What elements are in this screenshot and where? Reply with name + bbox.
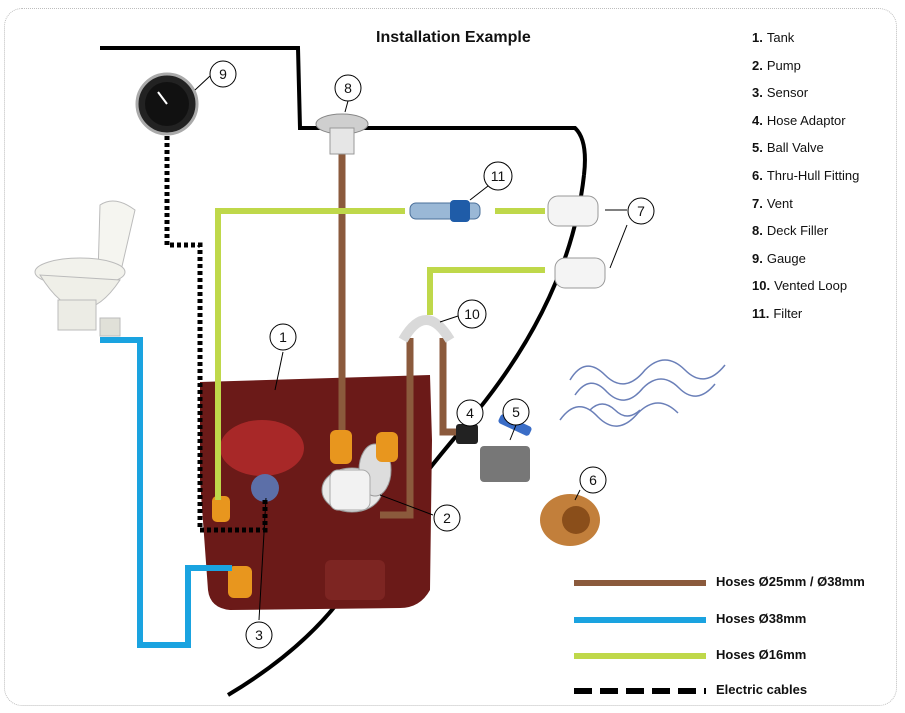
parts-list-item: 2.Pump bbox=[752, 57, 801, 73]
sensor-disc bbox=[251, 474, 279, 502]
callout-5: 5 bbox=[502, 398, 530, 441]
legend-swatch bbox=[574, 653, 706, 659]
orange-fittings bbox=[212, 430, 398, 598]
legend-swatch bbox=[574, 617, 706, 623]
filter bbox=[409, 200, 481, 222]
diagram-frame bbox=[4, 8, 897, 706]
callout-1: 1 bbox=[269, 323, 297, 391]
legend-swatch bbox=[574, 688, 706, 694]
gauge bbox=[135, 72, 199, 136]
parts-list-item: 1.Tank bbox=[752, 30, 795, 45]
parts-list-item: 11.Filter bbox=[752, 305, 803, 321]
electric-cables bbox=[164, 122, 268, 533]
callout-4: 4 bbox=[456, 399, 484, 427]
green-hoses bbox=[215, 208, 545, 500]
vented-loop bbox=[398, 315, 455, 343]
tank-base bbox=[325, 560, 385, 600]
vents bbox=[547, 195, 606, 289]
callout-6: 6 bbox=[574, 466, 607, 501]
svg-text:7: 7 bbox=[637, 203, 645, 219]
svg-text:2: 2 bbox=[443, 510, 451, 526]
water-waves bbox=[559, 359, 726, 427]
toilet bbox=[34, 200, 136, 337]
legend-swatch bbox=[574, 580, 706, 586]
callout-9: 9 bbox=[194, 60, 237, 91]
parts-list-item: 10.Vented Loop bbox=[752, 278, 848, 294]
svg-text:10: 10 bbox=[464, 306, 480, 322]
tank-lid bbox=[220, 420, 304, 476]
svg-text:11: 11 bbox=[491, 168, 506, 184]
parts-list-item: 9.Gauge bbox=[752, 250, 806, 266]
parts-list-item: 7.Vent bbox=[752, 195, 793, 211]
parts-list-item: 6.Thru-Hull Fitting bbox=[752, 167, 860, 183]
legend-item-green-hose: Hoses Ø16mm bbox=[574, 645, 894, 665]
svg-text:1: 1 bbox=[279, 329, 287, 345]
svg-text:8: 8 bbox=[344, 80, 352, 96]
deck-filler bbox=[315, 113, 369, 155]
svg-text:5: 5 bbox=[512, 404, 520, 420]
legend-item-electric-cable: Electric cables bbox=[574, 680, 894, 700]
parts-list-item: 5.Ball Valve bbox=[752, 140, 824, 156]
callout-8: 8 bbox=[334, 74, 362, 113]
svg-text:4: 4 bbox=[466, 405, 474, 421]
blue-hose bbox=[100, 337, 232, 648]
svg-text:3: 3 bbox=[255, 627, 263, 643]
legend-item-blue-hose: Hoses Ø38mm bbox=[574, 609, 894, 629]
callout-2: 2 bbox=[379, 494, 461, 532]
legend-item-brown-hose: Hoses Ø25mm / Ø38mm bbox=[574, 572, 894, 592]
brown-hoses bbox=[338, 150, 462, 519]
svg-text:6: 6 bbox=[589, 472, 597, 488]
parts-list-item: 8.Deck Filler bbox=[752, 223, 829, 239]
diagram-title: Installation Example bbox=[376, 29, 531, 46]
callout-3: 3 bbox=[245, 497, 273, 649]
callout-10: 10 bbox=[439, 299, 487, 329]
ball-valve bbox=[480, 414, 532, 482]
callout-11: 11 bbox=[469, 161, 513, 201]
callout-7: 7 bbox=[605, 197, 655, 269]
parts-list-item: 3.Sensor bbox=[752, 85, 809, 101]
parts-list: 1.Tank 2.Pump 3.Sensor 4.Hose Adaptor 5.… bbox=[752, 30, 859, 334]
hose-adaptor bbox=[456, 424, 478, 444]
svg-text:9: 9 bbox=[219, 66, 227, 82]
parts-list-item: 4.Hose Adaptor bbox=[752, 112, 846, 128]
thru-hull-fitting bbox=[540, 494, 600, 546]
